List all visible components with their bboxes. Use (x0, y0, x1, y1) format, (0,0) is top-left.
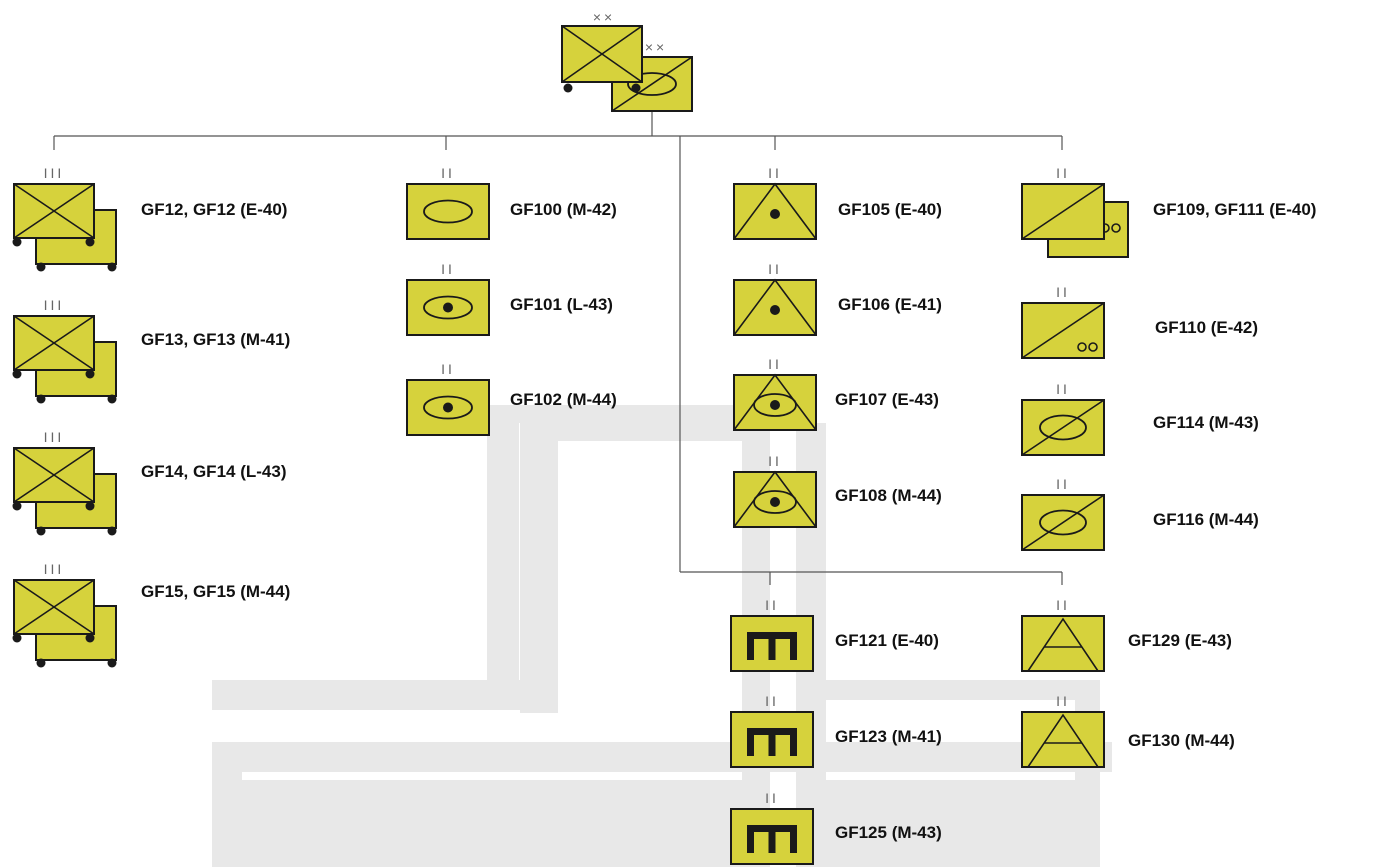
echelon-mark: II (441, 361, 455, 377)
unit-gf105: II (733, 165, 817, 240)
unit-gf123: II (730, 693, 814, 768)
connector-lines (53, 112, 1063, 585)
echelon-mark: III (44, 165, 65, 181)
unit-gf14: III (12, 429, 117, 536)
unit-gf125: II (730, 790, 814, 865)
anti-tank-icon (406, 379, 490, 436)
anti-aircraft-icon (1021, 711, 1105, 768)
unit-label-gf105: GF105 (E-40) (838, 200, 942, 219)
artillery-icon (733, 278, 817, 336)
unit-label-gf100: GF100 (M-42) (510, 200, 617, 219)
unit-label-gf108: GF108 (M-44) (835, 486, 942, 505)
unit-label-gf102: GF102 (M-44) (510, 390, 617, 409)
unit-gf107: II (733, 356, 817, 431)
unit-gf106: II (733, 261, 817, 336)
unit-gf12: III (12, 165, 117, 272)
armored-recon-icon (1021, 494, 1105, 551)
engineer-icon (730, 711, 814, 768)
background-watermark (212, 405, 1112, 867)
unit-label-gf109: GF109, GF111 (E-40) (1153, 200, 1317, 219)
unit-gf101: II (406, 261, 490, 336)
engineer-icon (730, 808, 814, 865)
anti-tank-icon (406, 279, 490, 336)
unit-label-gf101: GF101 (L-43) (510, 295, 613, 314)
echelon-mark: ×× (593, 9, 615, 25)
unit-label-gf107: GF107 (E-43) (835, 390, 939, 409)
unit-gf108: II (733, 453, 817, 528)
motorized-recon-stacked-icon (1021, 183, 1129, 258)
unit-label-gf15: GF15, GF15 (M-44) (141, 582, 291, 601)
unit-label-gf12: GF12, GF12 (E-40) (141, 200, 288, 219)
unit-label-gf123: GF123 (M-41) (835, 727, 942, 746)
echelon-mark: ×× (645, 39, 667, 55)
echelon-mark: II (1056, 597, 1070, 613)
armored-infantry-stacked-icon (12, 447, 117, 536)
unit-gf114: II (1021, 381, 1105, 456)
echelon-mark: II (768, 453, 782, 469)
unit-label-gf130: GF130 (M-44) (1128, 731, 1235, 750)
unit-gf100: II (406, 165, 490, 240)
echelon-mark: II (1056, 693, 1070, 709)
unit-gf116: II (1021, 476, 1105, 551)
armored-recon-icon (1021, 399, 1105, 456)
self-propelled-artillery-icon (733, 470, 817, 528)
unit-gf110: II (1021, 284, 1105, 359)
unit-gf130: II (1021, 693, 1105, 768)
unit-label-gf106: GF106 (E-41) (838, 295, 942, 314)
artillery-icon (733, 182, 817, 240)
unit-gf102: II (406, 361, 490, 436)
unit-label-gf129: GF129 (E-43) (1128, 631, 1232, 650)
unit-gf129: II (1021, 597, 1105, 672)
unit-label-gf116: GF116 (M-44) (1153, 510, 1259, 529)
echelon-mark: II (1056, 381, 1070, 397)
division-headquarters: ×× ×× (561, 9, 693, 112)
unit-label-gf114: GF114 (M-43) (1153, 413, 1259, 432)
echelon-mark: II (441, 261, 455, 277)
echelon-mark: III (44, 429, 65, 445)
motorized-recon-icon (1021, 302, 1105, 359)
echelon-mark: II (1056, 284, 1070, 300)
echelon-mark: II (1056, 165, 1070, 181)
unit-gf15: III (12, 561, 117, 668)
unit-label-gf13: GF13, GF13 (M-41) (141, 330, 291, 349)
unit-label-gf14: GF14, GF14 (L-43) (141, 462, 287, 481)
armor-icon (406, 183, 490, 240)
echelon-mark: II (765, 597, 779, 613)
unit-gf109: II (1021, 165, 1129, 258)
armored-infantry-stacked-icon (12, 579, 117, 668)
unit-label-gf110: GF110 (E-42) (1155, 318, 1258, 337)
armored-infantry-icon (561, 25, 643, 93)
unit-label-gf121: GF121 (E-40) (835, 631, 939, 650)
unit-gf13: III (12, 297, 117, 404)
anti-aircraft-icon (1021, 615, 1105, 672)
echelon-mark: II (768, 261, 782, 277)
self-propelled-artillery-icon (733, 373, 817, 431)
echelon-mark: II (1056, 476, 1070, 492)
unit-gf121: II (730, 597, 814, 672)
echelon-mark: II (765, 693, 779, 709)
echelon-mark: II (441, 165, 455, 181)
armored-infantry-stacked-icon (12, 315, 117, 404)
echelon-mark: II (768, 165, 782, 181)
armored-infantry-stacked-icon (12, 183, 117, 272)
echelon-mark: III (44, 297, 65, 313)
unit-label-gf125: GF125 (M-43) (835, 823, 942, 842)
engineer-icon (730, 615, 814, 672)
echelon-mark: II (768, 356, 782, 372)
echelon-mark: III (44, 561, 65, 577)
echelon-mark: II (765, 790, 779, 806)
